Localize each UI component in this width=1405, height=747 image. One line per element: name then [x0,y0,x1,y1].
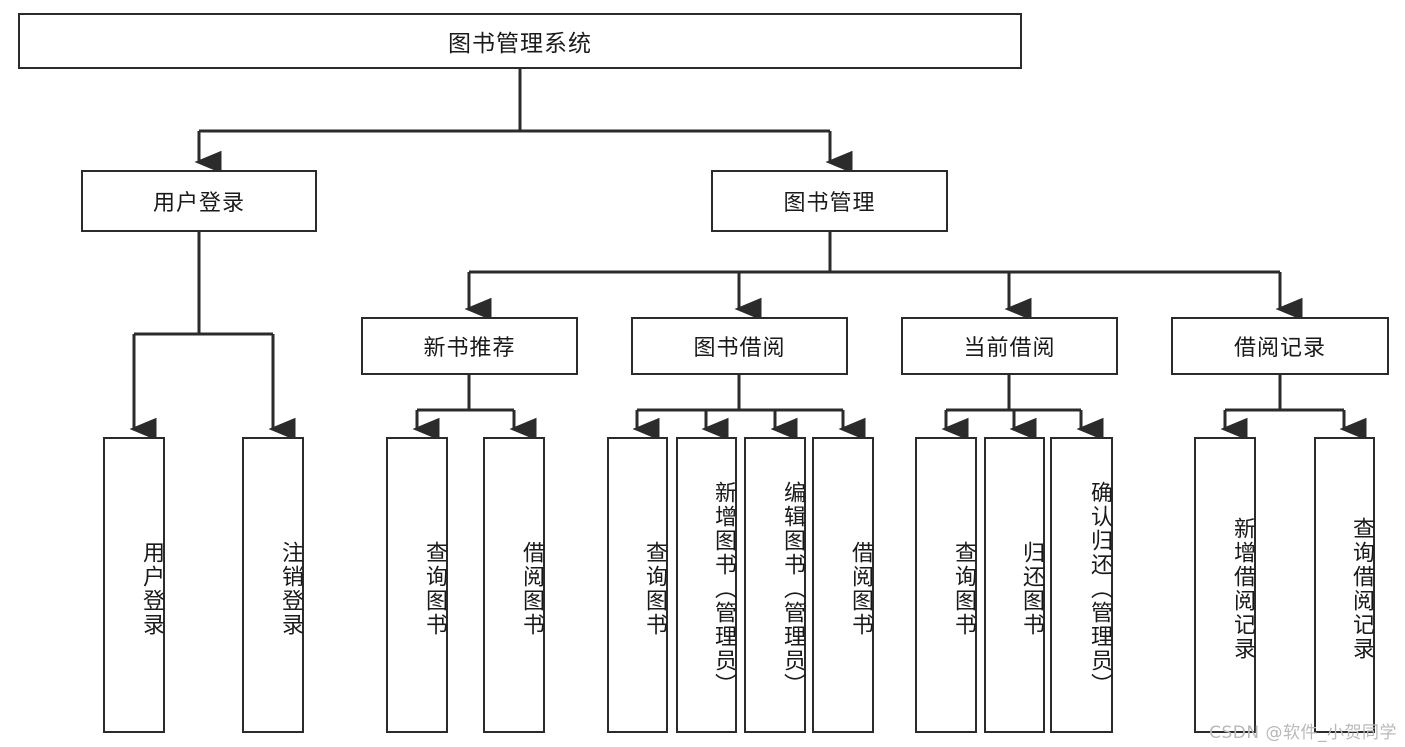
node-label: 图书管理系统 [448,31,592,57]
node-root-system[interactable]: 图书管理系统 [18,13,1022,69]
node-new-book-recommend[interactable]: 新书推荐 [361,317,578,375]
leaf-user-login[interactable]: 用户登录 [103,437,165,733]
node-label: 借阅图书 [848,541,873,637]
node-label: 查询图书 [951,541,976,637]
node-user-login[interactable]: 用户登录 [81,170,317,232]
node-label: 查询图书 [642,541,667,637]
leaf-confirm-return-admin[interactable]: 确认归还（管理员） [1050,437,1113,733]
leaf-query-book-current[interactable]: 查询图书 [915,437,977,733]
node-label: 借阅记录 [1233,336,1326,361]
leaf-borrow-book-new[interactable]: 借阅图书 [483,437,545,733]
node-label: 用户登录 [139,541,164,637]
leaf-edit-book-admin[interactable]: 编辑图书（管理员） [744,437,806,733]
node-label: 查询图书 [422,541,447,637]
node-label: 当前借阅 [963,336,1056,361]
node-label: 新增图书（管理员） [711,481,736,697]
leaf-query-book-borrow[interactable]: 查询图书 [607,437,668,733]
node-label: 图书管理 [783,191,876,216]
node-label: 归还图书 [1019,541,1044,637]
node-label: 图书借阅 [693,336,786,361]
node-label: 新书推荐 [423,336,516,361]
leaf-query-borrow-record[interactable]: 查询借阅记录 [1314,437,1375,733]
leaf-return-book[interactable]: 归还图书 [984,437,1045,733]
leaf-query-book-new[interactable]: 查询图书 [386,437,448,733]
node-book-borrow[interactable]: 图书借阅 [631,317,848,375]
node-label: 借阅图书 [519,541,544,637]
node-label: 注销登录 [278,541,303,637]
leaf-borrow-book[interactable]: 借阅图书 [812,437,874,733]
node-label: 编辑图书（管理员） [780,481,805,697]
node-current-borrow[interactable]: 当前借阅 [901,317,1118,375]
node-borrow-record[interactable]: 借阅记录 [1171,317,1389,375]
node-label: 查询借阅记录 [1349,517,1374,661]
node-label: 确认归还（管理员） [1087,481,1112,697]
node-label: 新增借阅记录 [1230,517,1255,661]
leaf-add-borrow-record[interactable]: 新增借阅记录 [1194,437,1256,733]
node-label: 用户登录 [152,191,245,216]
leaf-add-book-admin[interactable]: 新增图书（管理员） [676,437,737,733]
node-book-manage[interactable]: 图书管理 [711,170,948,232]
leaf-logout-login[interactable]: 注销登录 [242,437,304,733]
